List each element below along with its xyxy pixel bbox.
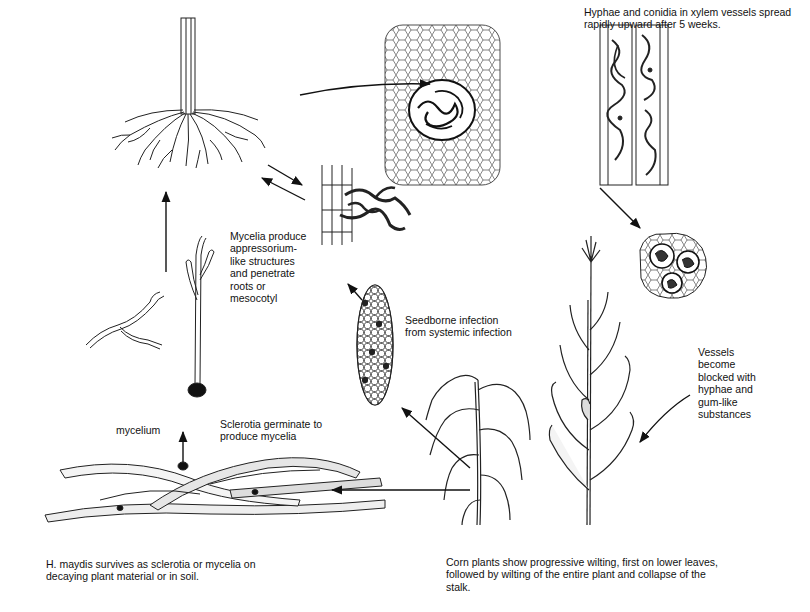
caption-text: mycelium [116,424,176,436]
caption-text: Seedborne infection from systemic infect… [405,314,513,339]
stem-cross-section [385,25,500,185]
caption-text: Corn plants show progressive wilting, fi… [446,556,726,593]
cycle-arrows [166,84,690,490]
wilted-corn-plant [426,375,530,525]
caption-text: Mycelia produce appressorium-like struct… [230,230,312,304]
caption-text: H. maydis survives as sclerotia or mycel… [46,558,261,583]
caption-text: Hyphae and conidia in xylem vessels spre… [584,6,802,31]
corn-plant [549,236,633,525]
xylem-vessels [600,25,668,185]
mycelium [86,292,164,349]
seedling [186,236,214,397]
blocked-vessels [640,233,707,298]
caption-text: Vessels become blocked with hyphae and g… [698,346,774,420]
corn-ear [355,283,395,408]
root-system [112,18,265,168]
caption-text: Sclerotia germinate to produce mycelia [220,418,345,443]
